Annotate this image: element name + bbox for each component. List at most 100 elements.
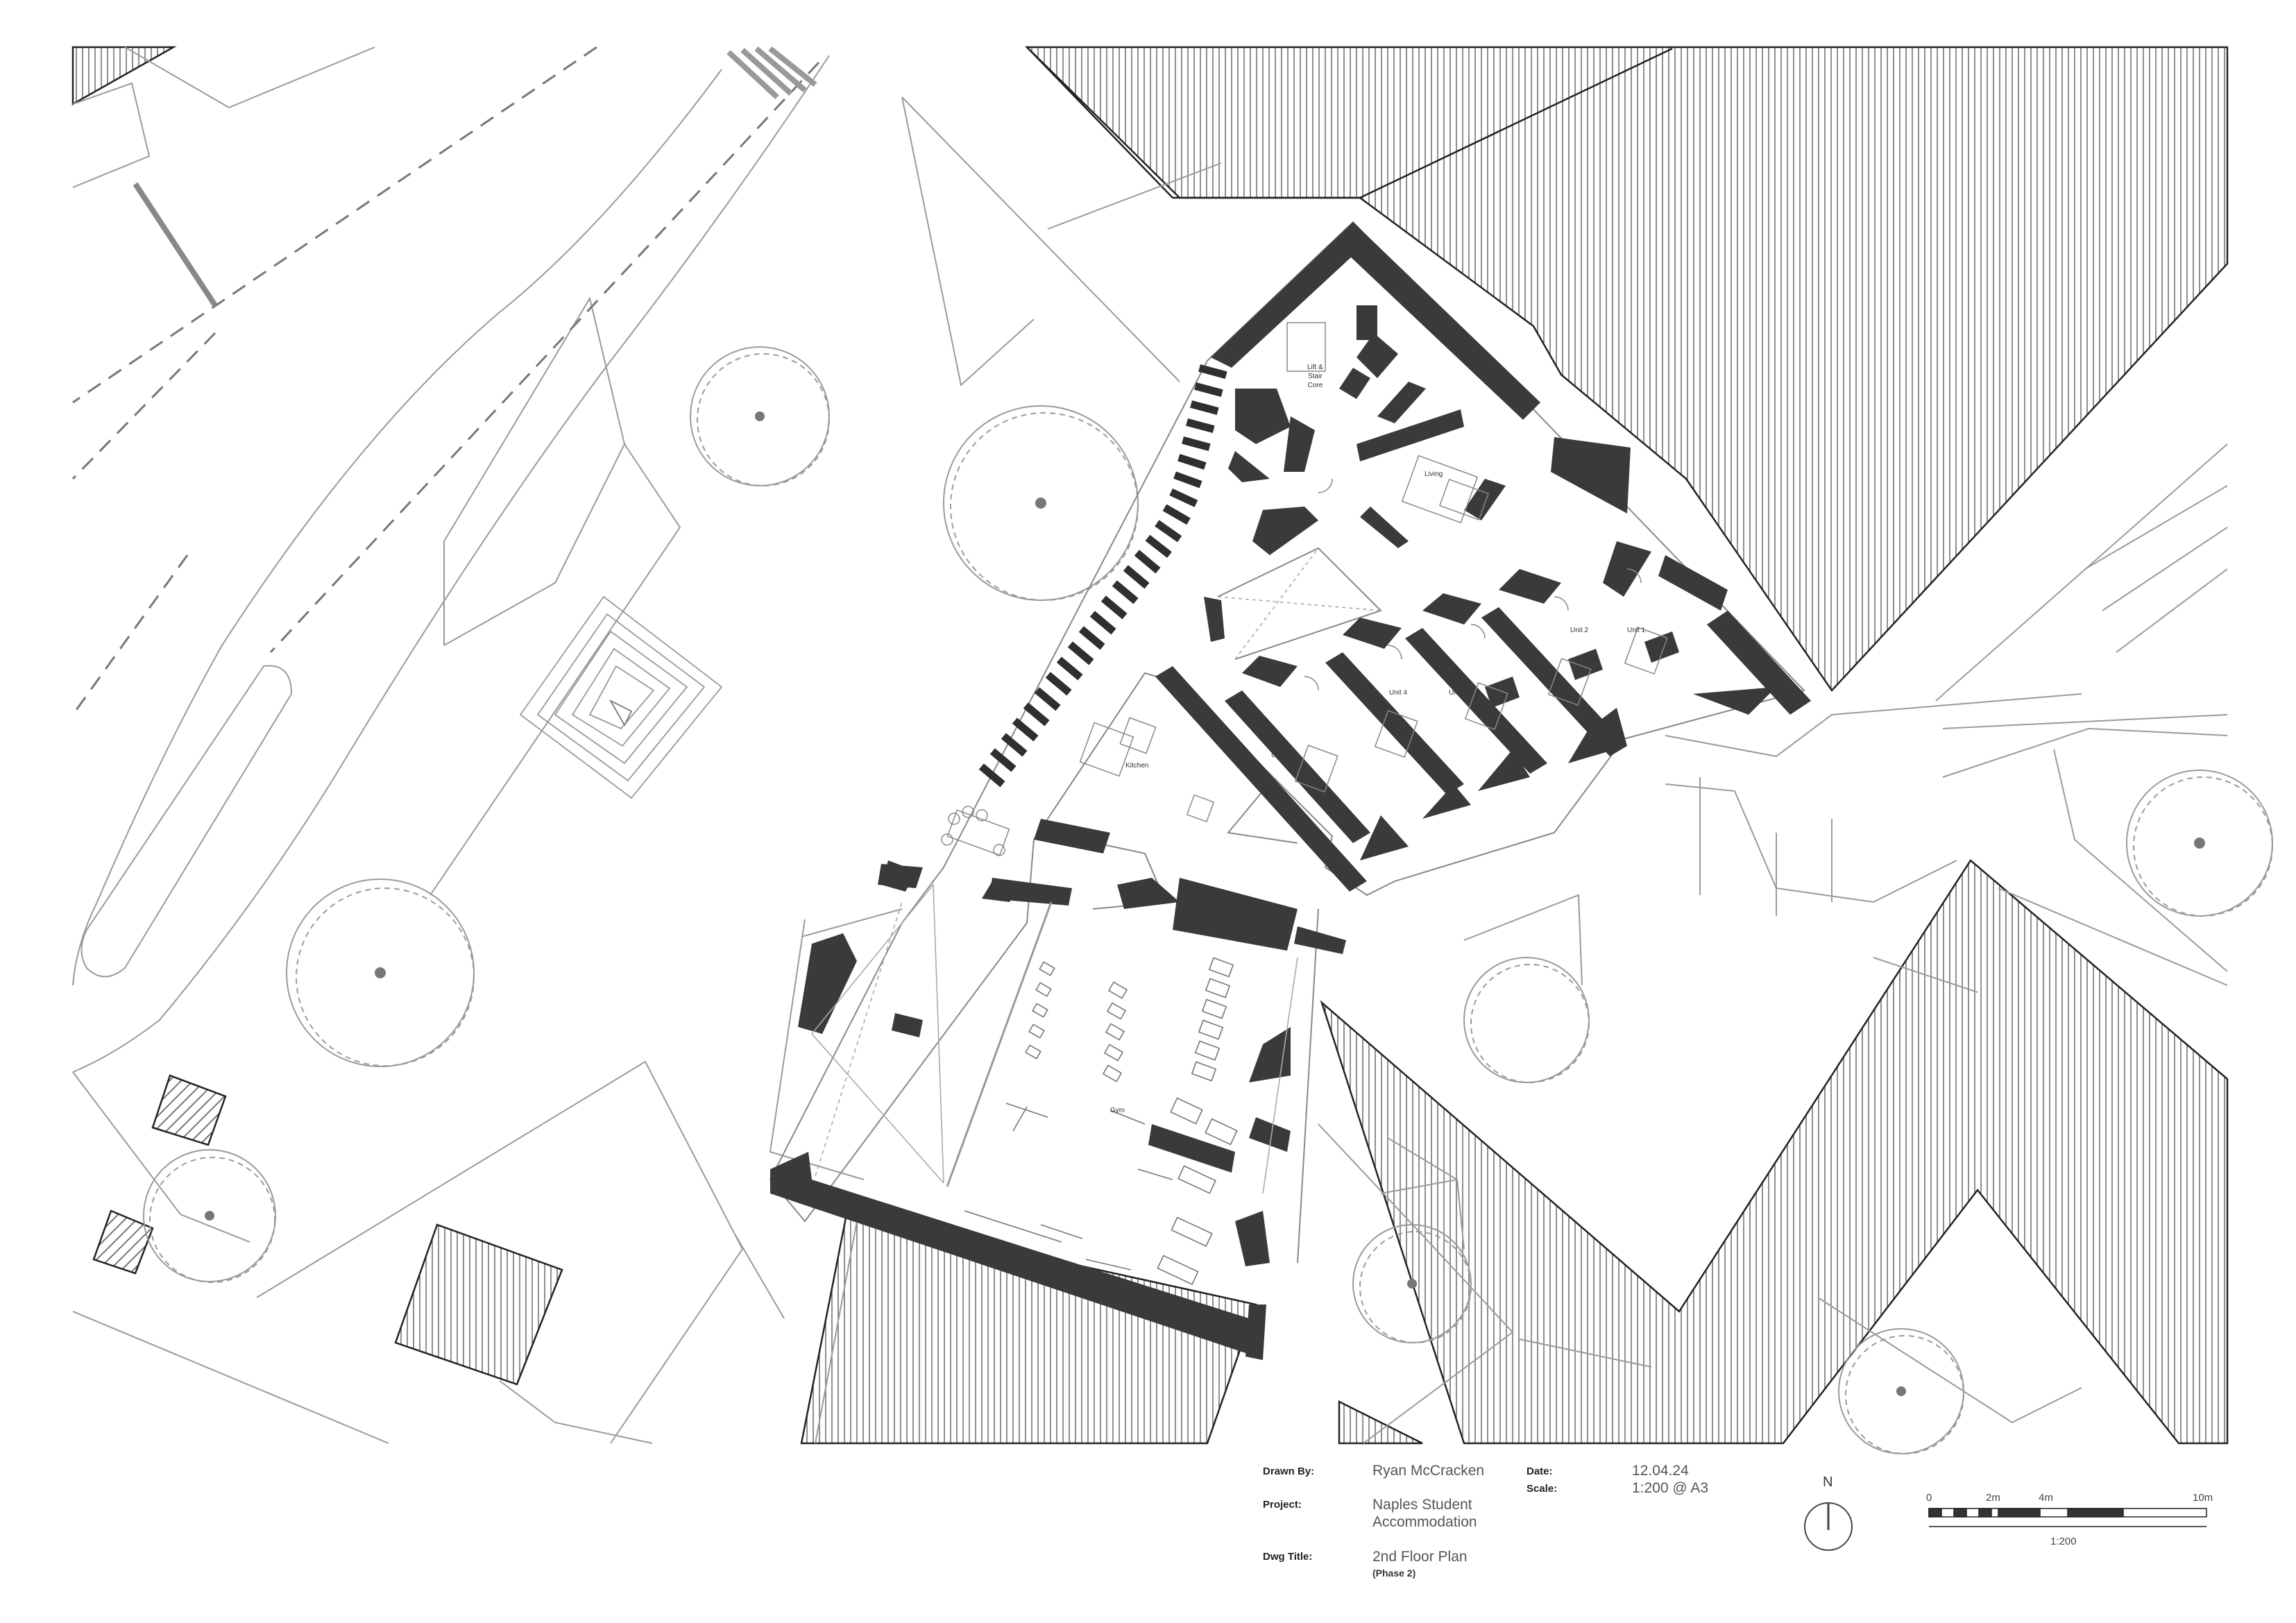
wall-northeast-1	[1336, 222, 1540, 420]
trees	[143, 346, 2273, 1454]
wall-unit-south-4	[1422, 784, 1471, 819]
room-label-unit3: Unit 3	[1449, 689, 1468, 697]
wall-core-5	[1284, 416, 1315, 472]
drawn-by-label: Drawn By:	[1263, 1465, 1315, 1477]
interior-lines	[811, 547, 1381, 1194]
wall-core-3	[1235, 389, 1291, 444]
wall-gym-north-2	[989, 878, 1072, 906]
wall-core-lift-2	[1357, 333, 1398, 378]
external-stair	[978, 364, 1227, 788]
wall-living-2	[1360, 507, 1409, 548]
structural-walls	[770, 222, 1811, 1360]
neighbour-building-right	[1320, 859, 2229, 1445]
wall-gym-southeast	[1245, 1305, 1266, 1360]
scale-label: Scale:	[1527, 1483, 1558, 1495]
wall-bathroom-2	[1568, 649, 1603, 680]
neighbour-small-block-1	[151, 1074, 227, 1146]
tree-7	[1352, 1224, 1472, 1343]
wall-unit-south-5	[1360, 815, 1409, 860]
wall-unit-partition-4	[1242, 656, 1298, 687]
dwg-subtitle-value: (Phase 2)	[1372, 1567, 1416, 1579]
scale-bar-graphic	[1928, 1508, 2207, 1527]
wall-gym-column	[892, 1013, 923, 1037]
wall-living-3	[1464, 479, 1506, 520]
wall-core-4	[1228, 451, 1270, 482]
lift-core-line1: Lift &	[1307, 364, 1323, 371]
room-label-unit4: Unit 4	[1389, 689, 1408, 697]
wall-central-1	[1252, 507, 1318, 555]
wall-unit-south-3	[1478, 749, 1530, 791]
room-furniture	[941, 322, 1668, 856]
tree-3	[286, 878, 475, 1067]
neighbour-building-bottom-left	[394, 1223, 563, 1386]
scale-tick-0: 0	[1926, 1492, 1932, 1504]
wall-bathroom-1	[1644, 631, 1679, 663]
date-label: Date:	[1527, 1465, 1553, 1477]
wall-unit-long-2	[1405, 628, 1547, 774]
north-arrow-icon	[1804, 1502, 1853, 1551]
date-value: 12.04.24	[1632, 1463, 1689, 1479]
neighbour-buildings	[71, 46, 2229, 1445]
wall-core-lift-3	[1339, 368, 1370, 399]
wall-northeast-4	[1707, 611, 1811, 715]
dwg-title-label: Dwg Title:	[1263, 1551, 1313, 1563]
wall-unit-long-5	[1155, 666, 1367, 892]
gym-equipment	[964, 957, 1238, 1285]
wall-core-2	[1377, 382, 1426, 423]
wall-gym-east-4	[1235, 1211, 1270, 1266]
wall-unit-long-4	[1225, 690, 1370, 843]
wall-bathroom-3	[1485, 677, 1520, 708]
lift-core-line2: Stair	[1308, 373, 1323, 380]
neighbour-building-bottom	[800, 1213, 1257, 1445]
tree-2	[943, 405, 1139, 601]
wall-gym-east-3	[1148, 1124, 1235, 1173]
wall-gym-north-5	[1294, 926, 1346, 954]
drawn-by-value: Ryan McCracken	[1372, 1463, 1485, 1479]
tree-1	[690, 346, 830, 486]
room-label-living: Living	[1425, 470, 1443, 478]
tree-4	[143, 1149, 276, 1283]
wall-gym-east-1	[1249, 1027, 1291, 1082]
project-label: Project:	[1263, 1499, 1302, 1511]
grey-marker-line	[133, 182, 218, 307]
site-context-lines	[72, 46, 2228, 1444]
scale-bar-ratio: 1:200	[2050, 1536, 2077, 1547]
dashed-lines	[71, 46, 820, 715]
scale-tick-2m: 2m	[1986, 1492, 2000, 1504]
tree-8	[1838, 1328, 1964, 1454]
wall-northeast-3	[1658, 555, 1728, 611]
wall-gym-northwest	[798, 933, 857, 1034]
scale-value: 1:200 @ A3	[1632, 1480, 1709, 1496]
wall-gym-east-2	[1249, 1117, 1291, 1152]
neighbour-small-block-2	[92, 1209, 154, 1275]
wall-unit-south-1	[1693, 687, 1776, 715]
wall-gym-north-3	[1117, 878, 1180, 909]
room-label-gym: Gym	[1110, 1107, 1125, 1114]
room-label-unit1: Unit 1	[1627, 627, 1646, 634]
wall-unit-south-2	[1568, 708, 1627, 763]
wall-core-north	[1211, 222, 1370, 368]
room-label-unit5: Unit 5	[1271, 751, 1290, 759]
wall-unit-long-1	[1481, 607, 1627, 756]
wall-kitchen-1	[1034, 819, 1110, 853]
project-value-line1: Naples Student	[1372, 1497, 1472, 1513]
wall-unit-partition-3	[1343, 618, 1402, 649]
room-label-kitchen: Kitchen	[1125, 762, 1149, 770]
wall-northeast-2	[1551, 437, 1631, 513]
dwg-title-value: 2nd Floor Plan	[1372, 1549, 1468, 1565]
tree-5	[1463, 957, 1590, 1083]
neighbour-building-bottom-small	[1338, 1400, 1423, 1445]
plaza-feature	[519, 595, 723, 799]
wall-unit-long-3	[1325, 652, 1464, 794]
wall-core-lift-1	[1357, 305, 1377, 340]
wall-gym-south	[770, 1152, 1256, 1357]
wall-gym-north-1	[878, 864, 923, 888]
north-label: N	[1823, 1475, 1833, 1490]
scale-tick-10m: 10m	[2193, 1492, 2213, 1504]
wall-living-1	[1357, 409, 1464, 461]
project-value-line2: Accommodation	[1372, 1514, 1477, 1530]
scale-tick-4m: 4m	[2039, 1492, 2053, 1504]
crossing-stripes	[726, 46, 817, 99]
wall-central-2	[1204, 597, 1225, 642]
